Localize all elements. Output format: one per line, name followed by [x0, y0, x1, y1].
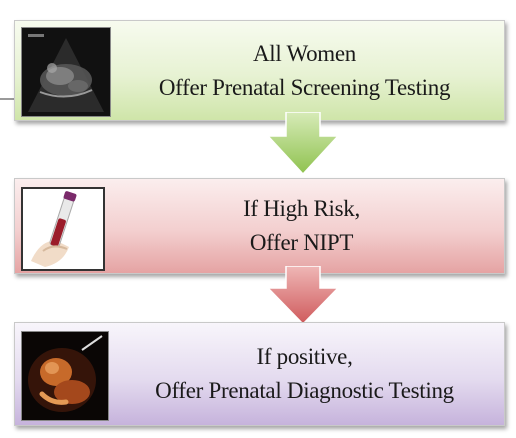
step-text: If positive, Offer Prenatal Diagnostic T… — [111, 323, 498, 425]
step-line-1: All Women — [253, 40, 356, 66]
step-box-nipt: If High Risk, Offer NIPT — [14, 178, 505, 274]
blood-sample-tube-image — [21, 187, 105, 271]
arrow-down-icon — [266, 112, 340, 176]
arrow-down-icon — [266, 266, 340, 326]
step-line-1: If High Risk, — [243, 196, 360, 221]
ultrasound-scan-image — [21, 27, 111, 117]
step-line-2: Offer Prenatal Screening Testing — [158, 74, 451, 100]
step-line-1: If positive, — [256, 344, 353, 369]
step-box-diagnostic: If positive, Offer Prenatal Diagnostic T… — [14, 322, 505, 426]
fetus-image — [21, 331, 109, 421]
step-box-screening: All Women Offer Prenatal Screening Testi… — [14, 20, 505, 121]
step-line-2: Offer NIPT — [249, 230, 354, 255]
step-text: If High Risk, Offer NIPT — [105, 179, 498, 273]
step-line-2: Offer Prenatal Diagnostic Testing — [155, 378, 454, 403]
step-text: All Women Offer Prenatal Screening Testi… — [111, 21, 498, 120]
